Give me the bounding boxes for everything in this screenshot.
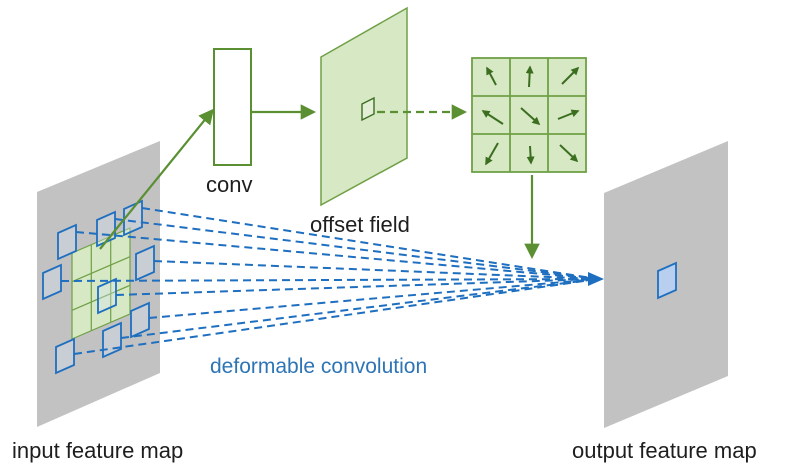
output-feature-map-label: output feature map	[572, 438, 757, 463]
input-feature-map	[37, 141, 160, 427]
offset-arrow	[561, 66, 580, 85]
offset-arrow	[485, 142, 499, 166]
offset-arrow	[557, 109, 580, 120]
offset-field-cell	[361, 96, 375, 122]
conv-label: conv	[206, 172, 252, 197]
offset-grid	[471, 57, 587, 173]
conv-box	[213, 48, 252, 166]
offset-field	[320, 6, 408, 207]
deformable-convolution-label: deformable convolution	[210, 355, 427, 378]
sample-cell	[57, 223, 77, 261]
offset-arrow	[559, 144, 579, 163]
offset-arrow	[525, 65, 534, 88]
output-pixel	[657, 261, 677, 300]
offset-field-plane	[320, 6, 408, 207]
sample-cell	[130, 301, 150, 339]
offset-arrow	[526, 145, 535, 165]
deformable-convolution-lines	[60, 207, 599, 355]
sample-cell	[135, 244, 155, 282]
offset-arrow	[481, 110, 504, 125]
sample-cell	[55, 337, 75, 375]
sample-cell	[42, 263, 62, 301]
offset-field-label: offset field	[310, 212, 410, 237]
offset-arrow	[486, 66, 497, 86]
output-feature-map	[604, 141, 728, 428]
offset-arrow	[520, 107, 541, 126]
input-sampling-grid	[71, 227, 131, 340]
convergence-arrowhead	[588, 272, 604, 286]
input-feature-map-label: input feature map	[12, 438, 183, 463]
sample-cell	[97, 277, 117, 315]
arrow-input-to-conv	[99, 108, 214, 250]
